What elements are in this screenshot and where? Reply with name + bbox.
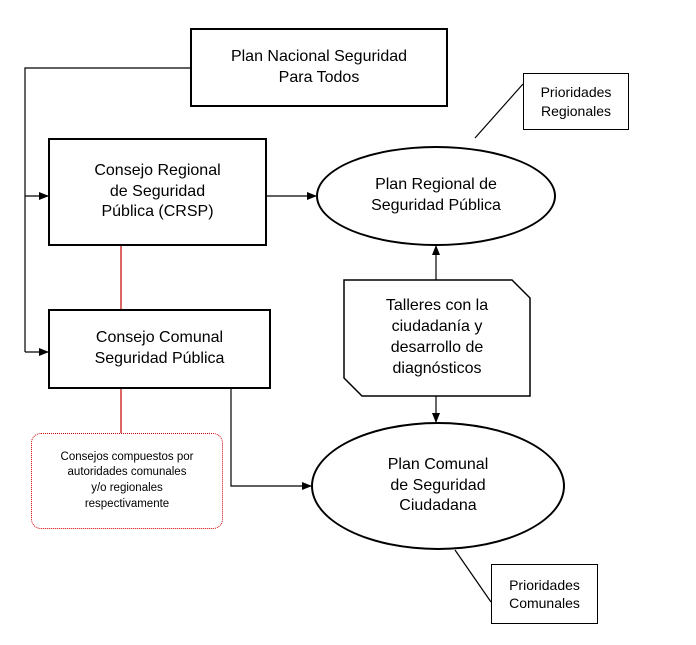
consejo-comunal-label: Consejo Comunal Seguridad Pública [94, 329, 225, 367]
consejos-note: Consejos compuestos por autoridades comu… [31, 433, 223, 529]
plan-comunal-ellipse: Plan Comunal de Seguridad Ciudadana [311, 422, 565, 550]
prioridades-comunales-box: Prioridades Comunales [491, 564, 598, 624]
consejo-regional-label: Consejo Regional de Seguridad Pública (C… [94, 161, 221, 221]
talleres-box: Talleres con la ciudadanía y desarrollo … [344, 280, 530, 396]
talleres-label: Talleres con la ciudadanía y desarrollo … [385, 297, 489, 377]
arrow-comunal-to-plan-comunal [230, 389, 312, 490]
consejo-regional-box: Consejo Regional de Seguridad Pública (C… [48, 138, 267, 246]
plan-regional-ellipse: Plan Regional de Seguridad Pública [316, 146, 556, 246]
link-plan-regional-prioridades [474, 83, 524, 139]
link-plan-comunal-prioridades [454, 549, 492, 603]
plan-regional-label: Plan Regional de Seguridad Pública [371, 176, 501, 214]
consejos-note-label: Consejos compuestos por autoridades comu… [60, 450, 194, 510]
plan-comunal-label: Plan Comunal de Seguridad Ciudadana [387, 455, 489, 515]
talleres-shape [343, 279, 531, 397]
prioridades-comunales-label: Prioridades Comunales [509, 576, 580, 611]
consejo-comunal-box: Consejo Comunal Seguridad Pública [48, 309, 271, 389]
plan-nacional-label: Plan Nacional Seguridad Para Todos [230, 47, 408, 86]
prioridades-regionales-box: Prioridades Regionales [523, 73, 629, 130]
connector-nacional-rail [24, 67, 190, 352]
plan-nacional-box: Plan Nacional Seguridad Para Todos [190, 28, 448, 107]
prioridades-regionales-label: Prioridades Regionales [540, 84, 612, 119]
